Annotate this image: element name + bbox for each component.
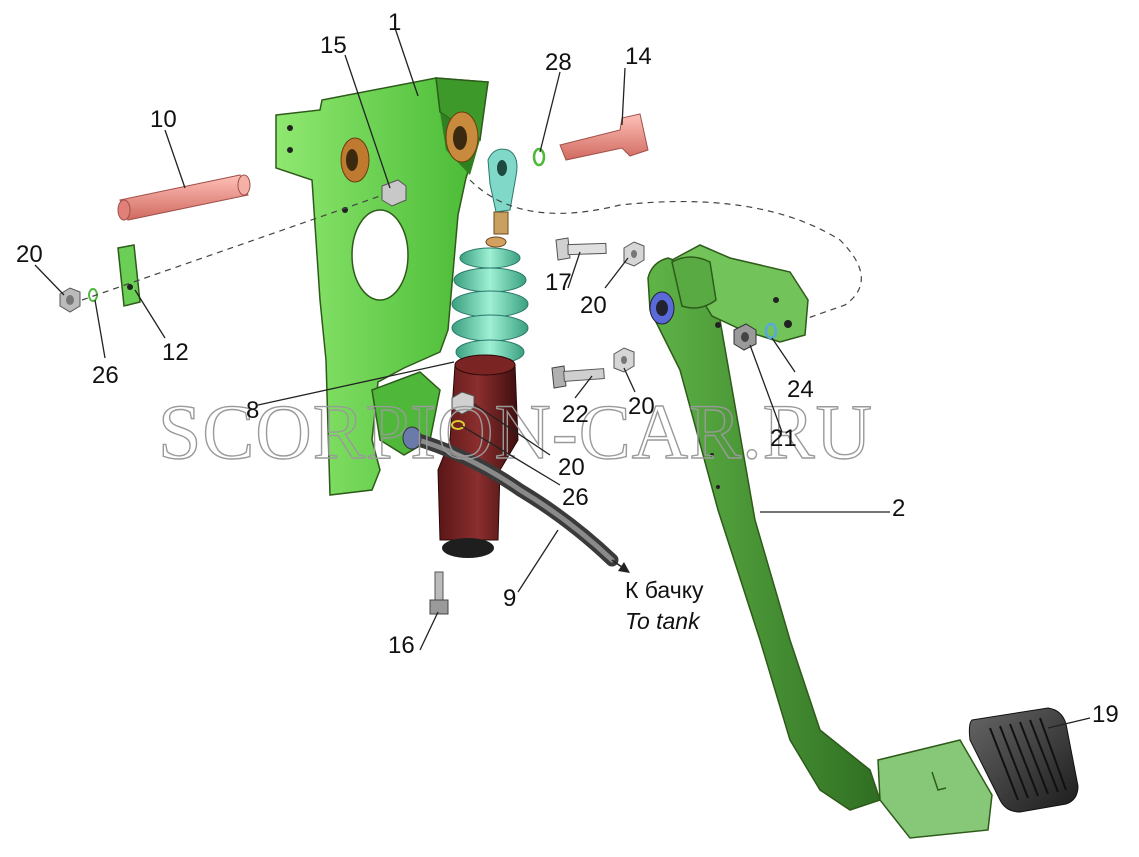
pedal-pad-part-19 — [968, 707, 1079, 813]
callout-20-upper: 20 — [580, 292, 607, 319]
callout-19: 19 — [1092, 701, 1119, 728]
pin-part-14 — [559, 113, 649, 161]
callout-20-left: 20 — [16, 241, 43, 268]
boot-part — [451, 236, 529, 365]
bolt-part-16 — [429, 571, 449, 615]
nut-part-20-middle — [613, 347, 635, 373]
bolt-part-17 — [555, 237, 607, 261]
pin-part-10 — [117, 174, 251, 221]
bolt-part-22 — [551, 365, 605, 389]
callout-28: 28 — [545, 49, 572, 76]
rod-end-part — [487, 148, 518, 235]
callout-17: 17 — [545, 269, 572, 296]
leader-lines — [34, 27, 1091, 729]
callout-21: 21 — [770, 425, 797, 452]
callout-labels: 1 15 10 28 14 20 26 12 17 20 8 22 20 20 … — [16, 9, 1119, 728]
callout-12: 12 — [162, 339, 189, 366]
callout-22: 22 — [562, 401, 589, 428]
hose-part-9 — [402, 426, 630, 573]
assembly-lines — [81, 179, 862, 319]
callout-26-lower: 26 — [562, 484, 589, 511]
bolt-part-15 — [381, 179, 407, 207]
plate-part-12 — [117, 244, 141, 307]
tank-note: К бачку To tank — [625, 577, 704, 634]
callout-15: 15 — [320, 32, 347, 59]
tank-note-en: To tank — [625, 608, 701, 634]
nut-part-20-left — [59, 287, 81, 313]
callout-1: 1 — [388, 9, 401, 36]
callout-24: 24 — [787, 376, 814, 403]
callout-9: 9 — [503, 585, 516, 612]
bracket-part — [275, 77, 489, 496]
callout-2: 2 — [892, 495, 905, 522]
callout-16: 16 — [388, 632, 415, 659]
callout-20-lower: 20 — [558, 454, 585, 481]
nut-part-21 — [733, 323, 757, 351]
callout-20-middle: 20 — [628, 393, 655, 420]
washer-part-24 — [764, 322, 778, 340]
callout-26-left: 26 — [92, 362, 119, 389]
callout-10: 10 — [150, 106, 177, 133]
tank-note-ru: К бачку — [625, 577, 704, 603]
callout-14: 14 — [625, 43, 652, 70]
washer-part-28 — [532, 147, 546, 167]
cylinder-part — [437, 354, 519, 558]
nut-part-20-upper — [623, 241, 645, 267]
callout-8: 8 — [246, 397, 259, 424]
pedal-part-2 — [647, 244, 993, 839]
